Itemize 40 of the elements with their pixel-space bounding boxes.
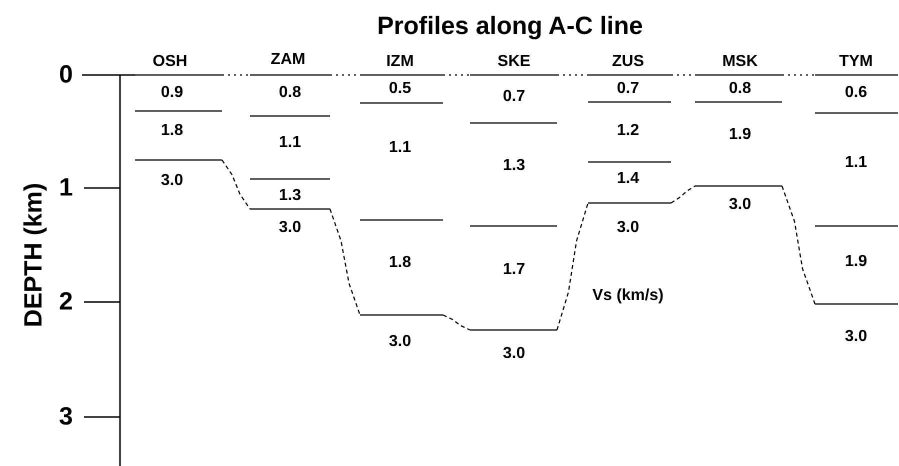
tick-label: 1 [59, 176, 73, 200]
velocity-value: 1.3 [278, 188, 302, 204]
velocity-value: 1.9 [728, 127, 752, 143]
velocity-value: 0.8 [728, 81, 752, 97]
velocity-value: 1.8 [388, 255, 412, 271]
tick-label: 2 [59, 290, 73, 314]
velocity-value: 0.7 [502, 89, 526, 105]
station-label: IZM [386, 54, 414, 70]
velocity-value: 0.5 [388, 81, 412, 97]
velocity-value: 0.6 [844, 85, 868, 101]
station-label: ZAM [270, 52, 306, 68]
velocity-value: 0.8 [278, 85, 302, 101]
station-label: MSK [722, 54, 758, 70]
velocity-value: 0.9 [160, 85, 184, 101]
velocity-value: 0.7 [616, 81, 640, 97]
velocity-value: 3.0 [388, 334, 412, 350]
tick-label: 0 [59, 62, 73, 88]
velocity-value: 3.0 [160, 173, 184, 189]
velocity-value: 1.8 [160, 123, 184, 139]
velocity-value: 3.0 [502, 346, 526, 362]
velocity-value: 1.1 [844, 155, 868, 171]
velocity-value: 1.1 [388, 140, 412, 156]
velocity-value: 3.0 [616, 220, 640, 236]
chart-title: Profiles along A-C line [377, 14, 643, 39]
velocity-value: 3.0 [844, 329, 868, 345]
velocity-value: 3.0 [278, 220, 302, 236]
station-label: OSH [152, 54, 188, 70]
station-label: SKE [498, 54, 530, 70]
velocity-value: 1.7 [502, 262, 526, 278]
velocity-value: 3.0 [728, 197, 752, 213]
velocity-value: 1.1 [278, 135, 302, 151]
tick-label: 3 [59, 404, 73, 430]
velocity-value: 1.9 [844, 254, 868, 270]
station-label: TYM [839, 54, 873, 70]
unit-note: Vs (km/s) [592, 288, 664, 304]
axis-title: DEPTH (km) [22, 182, 46, 328]
velocity-value: 1.3 [502, 158, 526, 174]
velocity-value: 1.4 [616, 171, 640, 187]
station-label: ZUS [612, 54, 644, 70]
velocity-value: 1.2 [616, 123, 640, 139]
